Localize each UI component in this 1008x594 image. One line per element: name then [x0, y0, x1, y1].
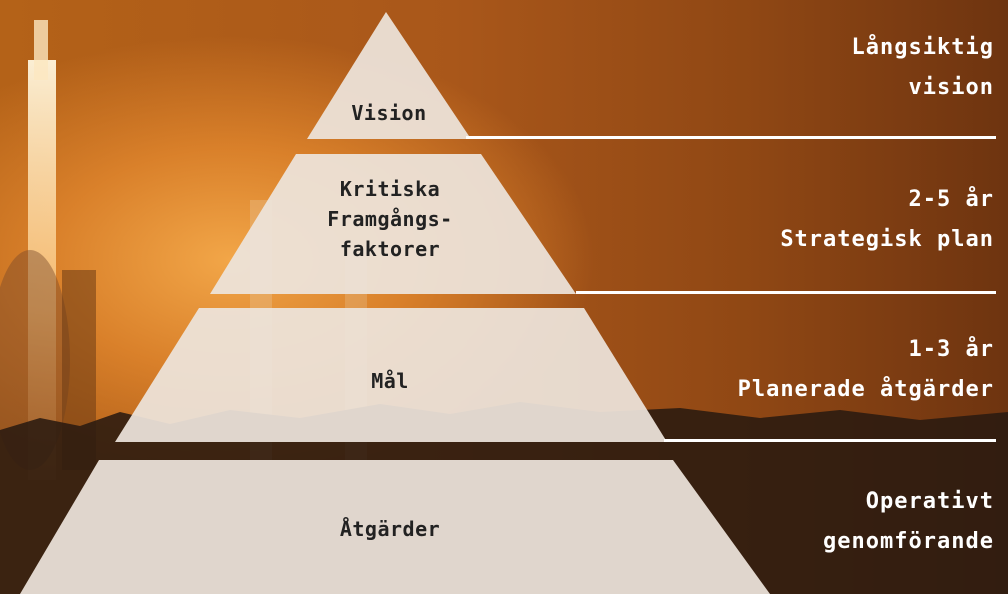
tier-label-vision: Vision [351, 101, 427, 125]
tier-label-actions: Åtgärder [339, 517, 441, 541]
tier-label-line: faktorer [339, 237, 441, 261]
description-line: genomförande [823, 529, 994, 554]
description-planned-actions: 1-3 år Planerade åtgärder [738, 330, 994, 410]
description-line: Strategisk plan [780, 227, 994, 252]
description-line: 2-5 år [908, 187, 994, 212]
tier-label-line: Kritiska [339, 177, 441, 201]
description-operational: Operativt genomförande [823, 482, 994, 562]
description-line: 1-3 år [908, 337, 994, 362]
description-line: Operativt [865, 489, 994, 514]
description-line: Planerade åtgärder [737, 377, 994, 402]
tier-label-critical-success-factors: Kritiska Framgångs- faktorer [260, 174, 520, 264]
description-strategic-plan: 2-5 år Strategisk plan [780, 180, 994, 260]
divider-line [664, 439, 996, 442]
description-line: vision [908, 75, 994, 100]
divider-line [576, 291, 996, 294]
tier-label-line: Framgångs- [327, 207, 453, 231]
description-vision: Långsiktig vision [852, 28, 994, 108]
divider-line [466, 136, 996, 139]
description-line: Långsiktig [851, 35, 994, 60]
tier-label-goals: Mål [371, 369, 409, 393]
